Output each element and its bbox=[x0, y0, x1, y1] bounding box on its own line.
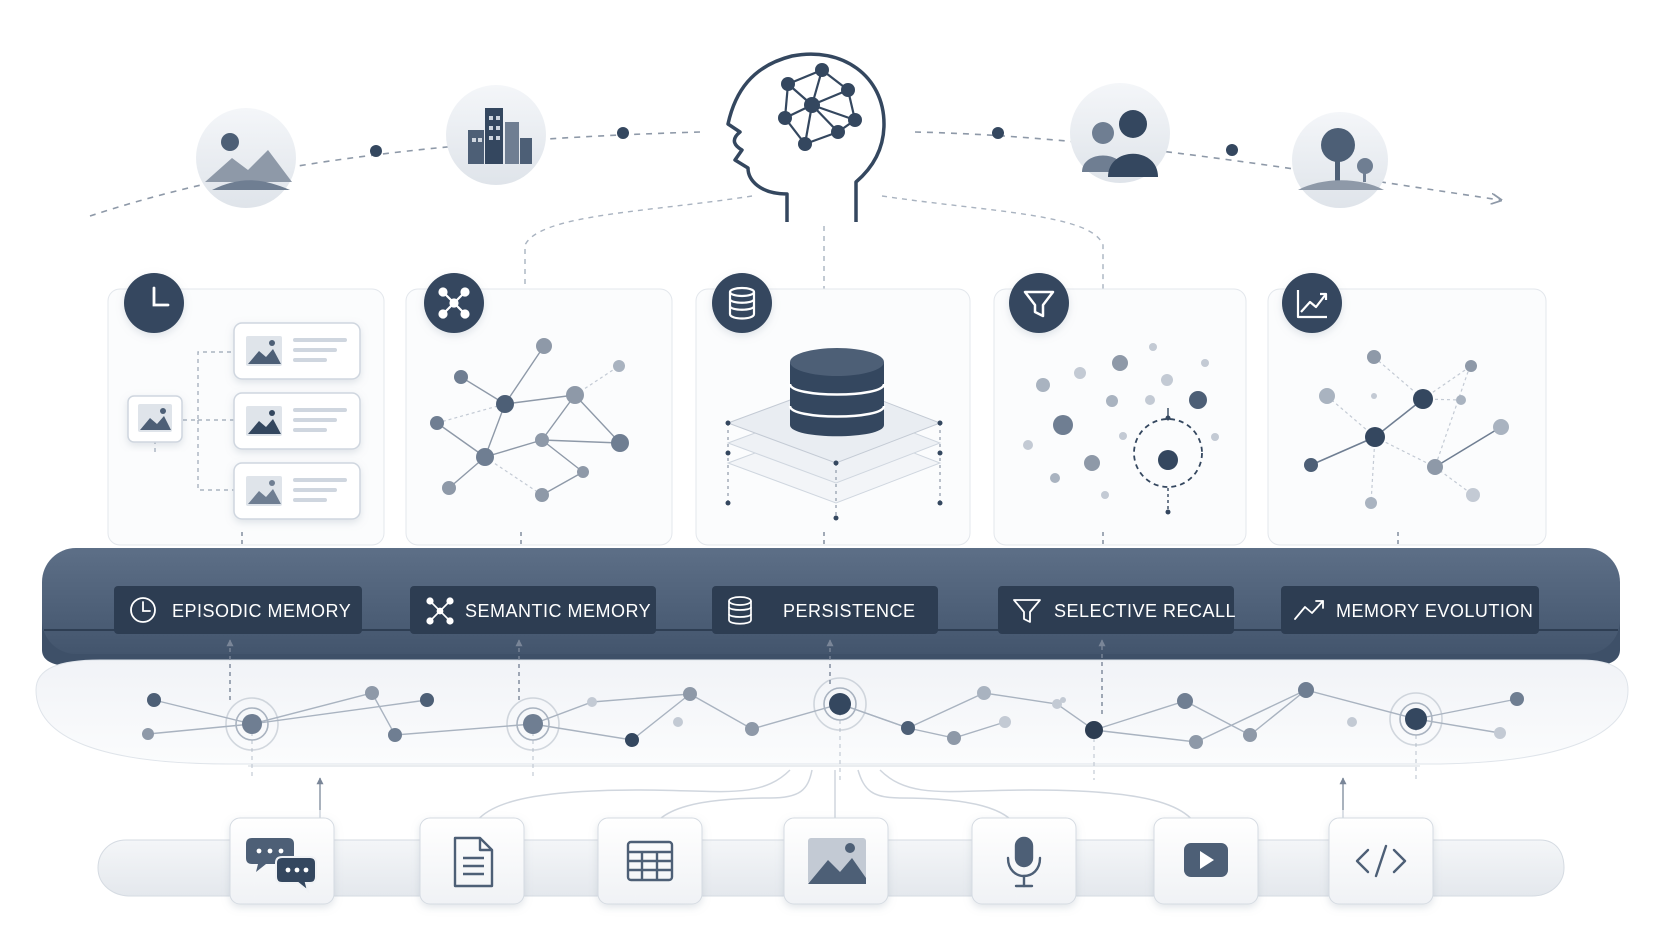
table-icon bbox=[626, 840, 674, 882]
network-icon bbox=[426, 597, 454, 625]
episodic-card bbox=[107, 273, 385, 546]
card-row bbox=[107, 273, 1547, 546]
input-document[interactable] bbox=[419, 817, 525, 905]
brain-connectors bbox=[524, 195, 1104, 290]
module-evolution[interactable]: MEMORY EVOLUTION bbox=[1281, 586, 1539, 634]
module-selective-label: SELECTIVE RECALL bbox=[1054, 601, 1236, 621]
evolution-graph bbox=[1304, 350, 1509, 509]
persistence-card bbox=[695, 273, 971, 546]
microphone-icon bbox=[1006, 836, 1042, 888]
module-evolution-label: MEMORY EVOLUTION bbox=[1336, 601, 1533, 621]
input-tiles bbox=[229, 817, 1434, 905]
input-audio[interactable] bbox=[971, 817, 1077, 905]
module-persistence[interactable]: PERSISTENCE bbox=[712, 586, 938, 634]
clock-icon bbox=[130, 597, 156, 623]
trend-up-icon bbox=[1296, 290, 1328, 319]
video-play-icon bbox=[1184, 843, 1228, 877]
tree-icon bbox=[1292, 112, 1388, 208]
filter-icon bbox=[1013, 599, 1041, 623]
recall-scatter bbox=[1023, 343, 1219, 515]
chat-icon bbox=[246, 838, 317, 894]
brain-network-icon bbox=[726, 52, 886, 222]
module-episodic[interactable]: EPISODIC MEMORY bbox=[114, 586, 362, 634]
top-flow bbox=[89, 52, 1500, 222]
city-icon bbox=[446, 85, 546, 185]
input-table[interactable] bbox=[597, 817, 703, 905]
input-video[interactable] bbox=[1153, 817, 1259, 905]
people-icon bbox=[1070, 83, 1170, 183]
code-icon bbox=[1355, 844, 1407, 878]
episode-list bbox=[233, 322, 361, 520]
image-frame-icon bbox=[127, 395, 183, 443]
input-chat[interactable] bbox=[229, 817, 335, 905]
clock-icon bbox=[152, 286, 170, 307]
semantic-graph bbox=[430, 338, 629, 502]
module-episodic-label: EPISODIC MEMORY bbox=[172, 601, 351, 621]
database-icon bbox=[728, 286, 756, 320]
selective-card bbox=[993, 273, 1247, 546]
module-labels: EPISODIC MEMORY SEMANTIC MEMORY PERSISTE… bbox=[114, 586, 1539, 634]
input-code[interactable] bbox=[1328, 817, 1434, 905]
trend-up-icon bbox=[1294, 600, 1324, 620]
database-cylinder bbox=[788, 348, 886, 437]
network-icon bbox=[438, 287, 470, 319]
module-persistence-label: PERSISTENCE bbox=[783, 601, 916, 621]
module-semantic-label: SEMANTIC MEMORY bbox=[465, 601, 651, 621]
landscape-icon bbox=[196, 108, 296, 208]
module-semantic[interactable]: SEMANTIC MEMORY bbox=[410, 586, 656, 634]
image-icon bbox=[808, 838, 866, 884]
input-flow-lines bbox=[319, 769, 1344, 841]
input-image[interactable] bbox=[783, 817, 889, 905]
network-to-module-arrows bbox=[226, 639, 1106, 714]
semantic-card bbox=[405, 273, 673, 546]
module-selective[interactable]: SELECTIVE RECALL bbox=[998, 586, 1236, 634]
filter-icon bbox=[1023, 290, 1055, 318]
network-layer bbox=[35, 659, 1629, 780]
evolution-card bbox=[1267, 273, 1547, 546]
document-icon bbox=[453, 836, 494, 888]
database-icon bbox=[728, 596, 752, 625]
